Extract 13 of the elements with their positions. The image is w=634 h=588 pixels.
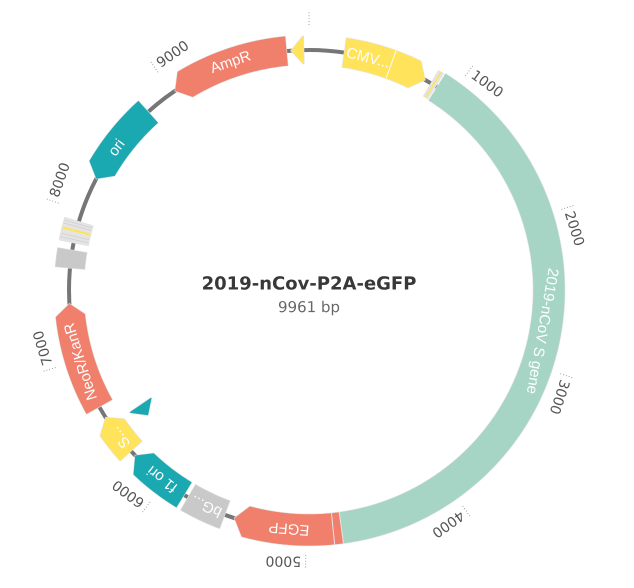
tick-label: 2000 — [564, 211, 584, 246]
feature-block — [54, 247, 88, 270]
feature-segment — [290, 36, 305, 64]
feature-segment: CMV... — [342, 37, 426, 88]
feature-segment — [129, 396, 152, 416]
feature-block — [58, 216, 94, 246]
feature-segment: EGFP — [234, 506, 335, 546]
feature-segment: S... — [100, 416, 143, 462]
length-label: 9961 bp — [278, 300, 340, 316]
tick-label: 5000 — [266, 556, 300, 568]
tick-label: 8000 — [50, 163, 69, 197]
feature-block — [331, 512, 344, 545]
feature-segment: ori — [88, 100, 159, 180]
